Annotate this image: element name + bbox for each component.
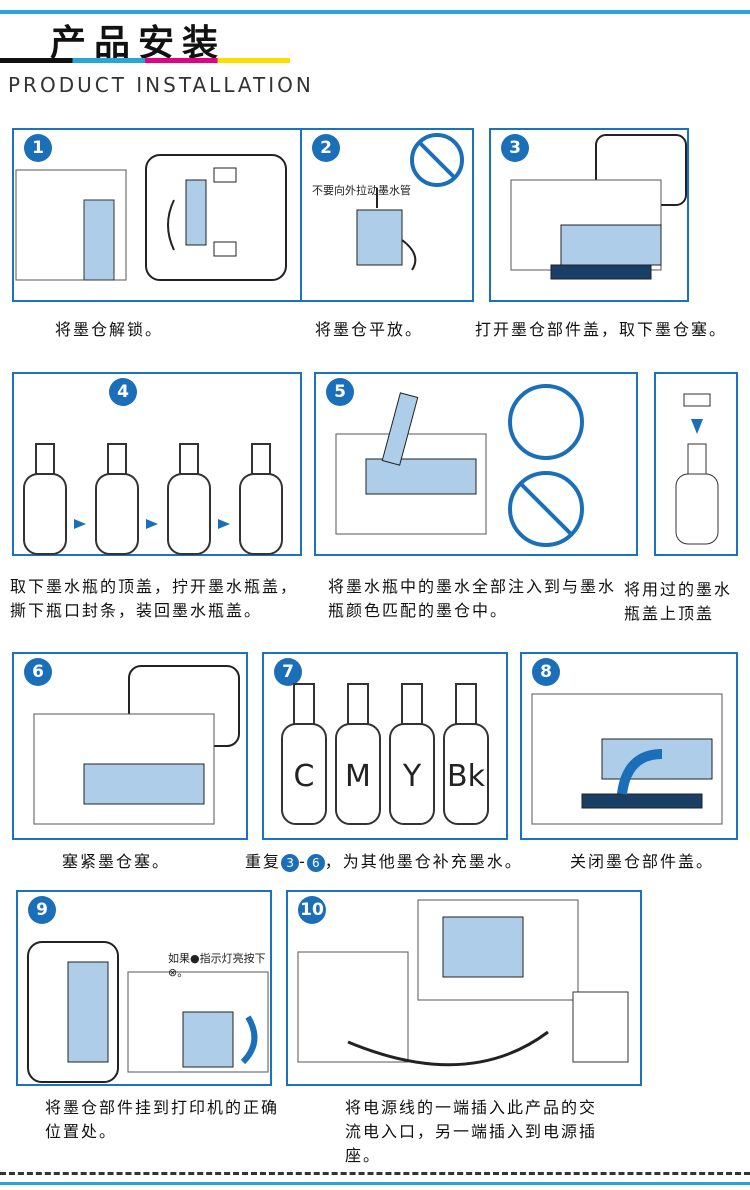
step-9-panel: 9 如果●指示灯亮按下⊗。 (16, 890, 272, 1086)
step-10-caption: 将电源线的一端插入此产品的交流电入口，另一端插入到电源插座。 (345, 1098, 598, 1165)
step-3-caption: 打开墨仓部件盖，取下墨仓塞。 (475, 320, 728, 339)
bottle-y-label: Y (402, 759, 422, 794)
step-10-panel: 10 (286, 890, 642, 1086)
top-accent-bar (0, 10, 750, 14)
range-end-marker: 6 (306, 854, 325, 872)
range-start-marker: 3 (281, 854, 300, 872)
step-5b-caption: 将用过的墨水瓶盖上顶盖 (624, 580, 733, 623)
step-2-note: 不要向外拉动墨水管 (312, 184, 411, 197)
step-7-panel: 7 C M Y Bk (262, 652, 508, 840)
step-9-note: 如果●指示灯亮按下⊗。 (168, 952, 266, 979)
bottom-dashed-line (0, 1172, 750, 1179)
bottle-m-label: M (345, 759, 371, 794)
step-5b-panel (654, 372, 738, 556)
step-1-caption: 将墨仓解锁。 (55, 320, 164, 339)
page-title: 产品安装 (50, 23, 227, 64)
step-9-number: 9 (28, 896, 56, 924)
step-5-caption: 将墨水瓶中的墨水全部注入到与墨水瓶颜色匹配的墨仓中。 (328, 577, 617, 620)
step-5-panel: 5 (314, 372, 638, 556)
close-cover-illustration (531, 693, 723, 825)
step-6-caption: 塞紧墨仓塞。 (62, 852, 171, 871)
recap-bottle-illustration (675, 393, 719, 545)
step-7-caption-post: ，为其他墨仓补充墨水。 (324, 852, 523, 871)
fill-ink-illustration (335, 384, 584, 547)
step-9-caption: 将墨仓部件挂到打印机的正确位置处。 (45, 1098, 280, 1141)
step-6-panel: 6 (12, 652, 248, 840)
step-8-number: 8 (532, 658, 560, 686)
four-bottles-illustration (281, 683, 489, 825)
ink-tank-flat-illustration (356, 133, 464, 271)
open-cover-illustration (510, 134, 687, 280)
step-2-number: 2 (312, 134, 340, 162)
page-subtitle: PRODUCT INSTALLATION (8, 73, 314, 97)
bottle-bk-label: Bk (447, 759, 485, 794)
power-cord-illustration (297, 899, 629, 1067)
step-7-caption-pre: 重复 (245, 852, 282, 871)
printer-unlock-illustration (15, 154, 287, 281)
attach-tank-illustration (27, 941, 269, 1083)
color-strip (0, 58, 290, 63)
step-5-number: 5 (326, 378, 354, 406)
step-2-panel: 2 不要向外拉动墨水管 (300, 128, 474, 302)
step-2-caption: 将墨仓平放。 (315, 320, 424, 339)
step-6-number: 6 (24, 658, 52, 686)
step-8-caption: 关闭墨仓部件盖。 (570, 852, 715, 871)
seal-plug-illustration (33, 665, 240, 825)
step-1-number: 1 (24, 134, 52, 162)
step-10-number: 10 (298, 896, 326, 924)
step-3-number: 3 (501, 134, 529, 162)
step-7-number: 7 (274, 658, 302, 686)
step-4-number: 4 (109, 378, 137, 406)
step-8-panel: 8 (520, 652, 738, 840)
step-3-panel: 3 (489, 128, 689, 302)
bottom-accent-bar (0, 1182, 750, 1185)
step-4-panel: 4 (12, 372, 302, 556)
step-4-caption: 取下墨水瓶的顶盖，拧开墨水瓶盖，撕下瓶口封条，装回墨水瓶盖。 (10, 577, 299, 620)
bottle-c-label: C (293, 759, 315, 794)
bottle-open-sequence-illustration (23, 443, 283, 555)
